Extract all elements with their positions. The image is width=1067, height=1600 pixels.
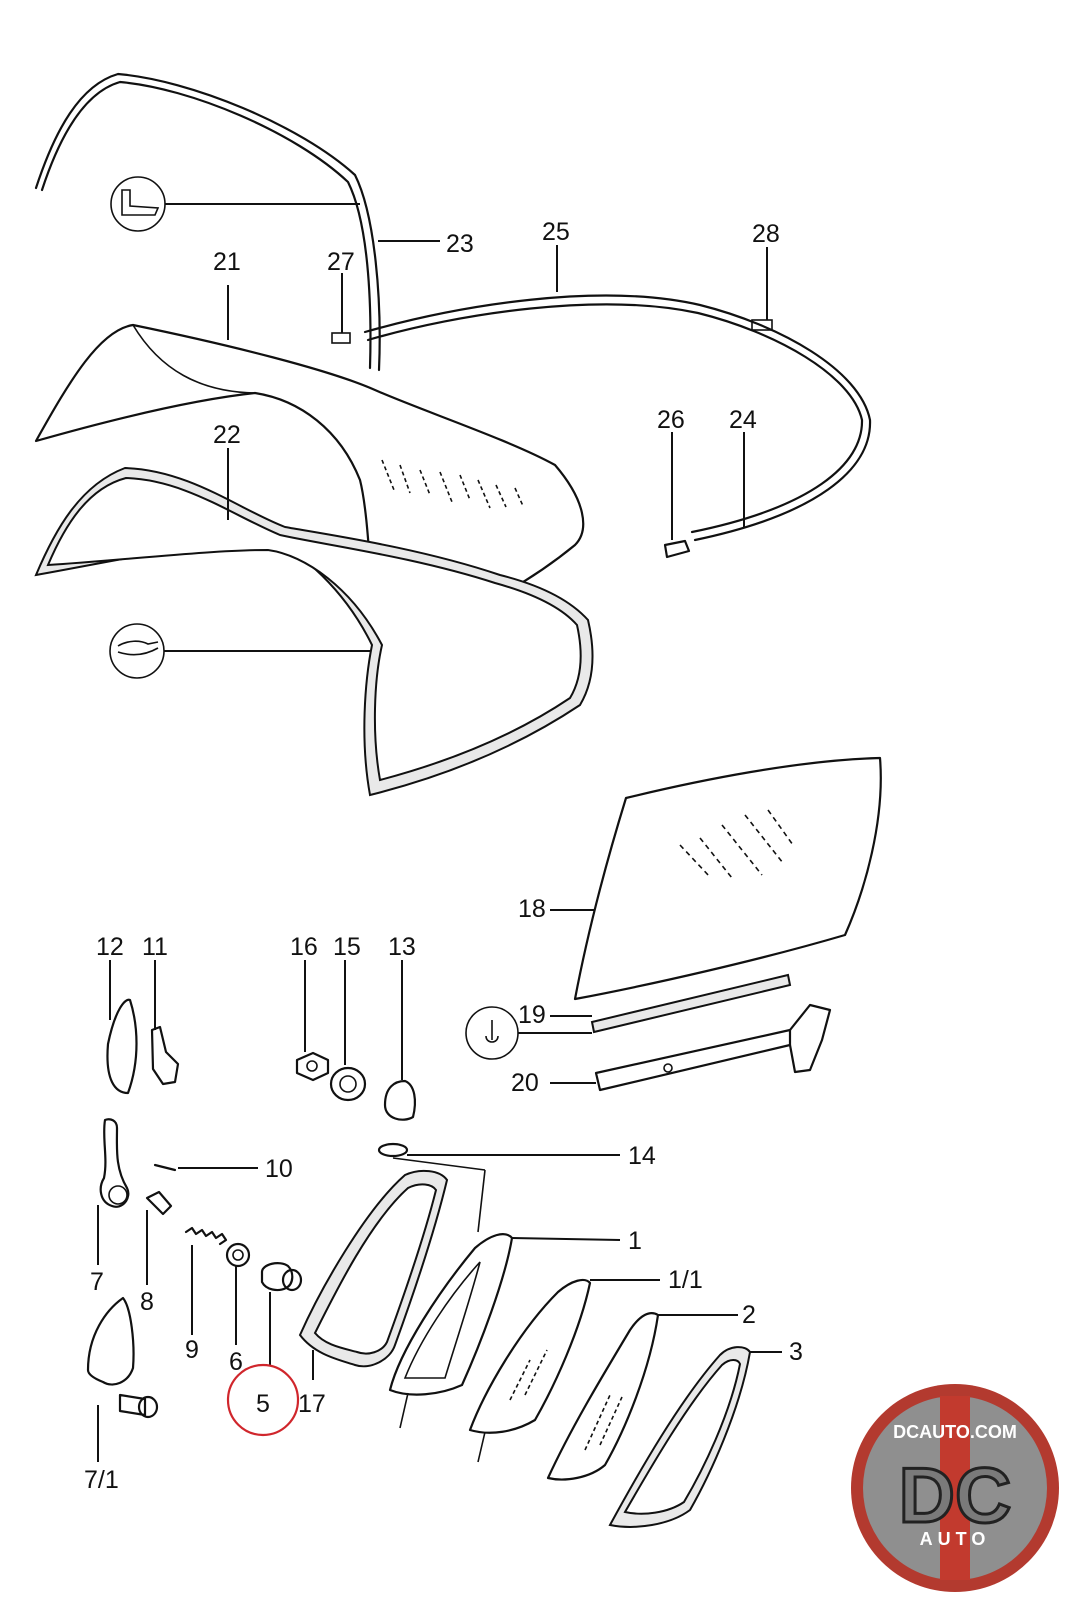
callout-28: 28 <box>752 220 780 248</box>
callout-27: 27 <box>327 248 355 276</box>
callout-10: 10 <box>265 1155 293 1183</box>
callout-12: 12 <box>96 933 124 961</box>
callout-8: 8 <box>140 1288 154 1316</box>
callout-18: 18 <box>518 895 546 923</box>
profile-detail-icon-top <box>110 176 360 232</box>
callout-21: 21 <box>213 248 241 276</box>
latch-cover-part-12 <box>106 960 138 1095</box>
callout-5: 5 <box>256 1390 270 1418</box>
rear-window-part-21 <box>34 285 585 644</box>
lever-part-7-1 <box>86 1296 159 1462</box>
callout-1: 1 <box>628 1227 642 1255</box>
nut-part-16 <box>295 960 330 1082</box>
vent-window-frame-part-1 <box>388 1233 621 1429</box>
callout-24: 24 <box>729 406 757 434</box>
clip-part-27 <box>331 273 351 344</box>
logo-letters: DC <box>899 1451 1012 1539</box>
vent-glass-part-2 <box>546 1312 738 1481</box>
callout-6: 6 <box>229 1348 243 1376</box>
spring-pin-part-10 <box>153 1163 258 1172</box>
callout-labels: 23 25 28 21 27 26 24 22 18 12 11 16 15 1… <box>84 218 803 1494</box>
callout-2: 2 <box>742 1301 756 1329</box>
window-regulator-part-20 <box>550 1003 832 1092</box>
callout-25: 25 <box>542 218 570 246</box>
callout-7-1: 7/1 <box>84 1466 119 1494</box>
lever-part-7 <box>97 1118 130 1265</box>
callout-19: 19 <box>518 1001 546 1029</box>
callout-3: 3 <box>789 1338 803 1366</box>
roof-seal-strip-part-25 <box>363 294 872 542</box>
detail-icon-19 <box>465 1006 592 1060</box>
end-cap-part-26 <box>663 432 691 559</box>
callout-11: 11 <box>142 933 168 961</box>
callout-17: 17 <box>298 1390 326 1418</box>
logo-domain-text: DCAUTO.COM <box>893 1422 1017 1442</box>
dcauto-logo: DCAUTO.COM DC AUTO <box>851 1384 1059 1592</box>
logo-sub-text: AUTO <box>920 1529 991 1549</box>
pin-part-8 <box>145 1190 173 1285</box>
callout-23: 23 <box>446 230 474 258</box>
callout-14: 14 <box>628 1142 656 1170</box>
glass-seal-strip-part-19 <box>550 973 792 1034</box>
callout-16: 16 <box>290 933 318 961</box>
bushing-part-15 <box>329 960 367 1102</box>
callout-26: 26 <box>657 406 685 434</box>
spring-part-9 <box>184 1226 228 1335</box>
o-ring-part-6 <box>225 1242 251 1345</box>
callout-7: 7 <box>90 1268 104 1296</box>
callout-9: 9 <box>185 1336 199 1364</box>
clip-part-28 <box>751 247 773 331</box>
callout-20: 20 <box>511 1069 539 1097</box>
latch-lever-part-11 <box>150 960 180 1086</box>
highlight-circle <box>226 1363 300 1437</box>
vent-window-frame-part-1-1 <box>468 1278 660 1463</box>
callout-15: 15 <box>333 933 361 961</box>
washer-part-14 <box>377 1142 620 1233</box>
callout-13: 13 <box>388 933 416 961</box>
vent-frame-seal-part-17 <box>298 1169 449 1380</box>
callout-1-1: 1/1 <box>668 1266 703 1294</box>
callout-22: 22 <box>213 421 241 449</box>
knob-part-13 <box>383 960 416 1121</box>
profile-detail-icon-middle <box>109 623 370 679</box>
window-seal-part-22 <box>34 448 594 797</box>
plunger-part-5 <box>260 1262 303 1365</box>
vent-seal-part-3 <box>608 1346 782 1528</box>
roof-frame-seal-part-23 <box>34 72 381 372</box>
door-glass-part-18 <box>550 756 882 1001</box>
